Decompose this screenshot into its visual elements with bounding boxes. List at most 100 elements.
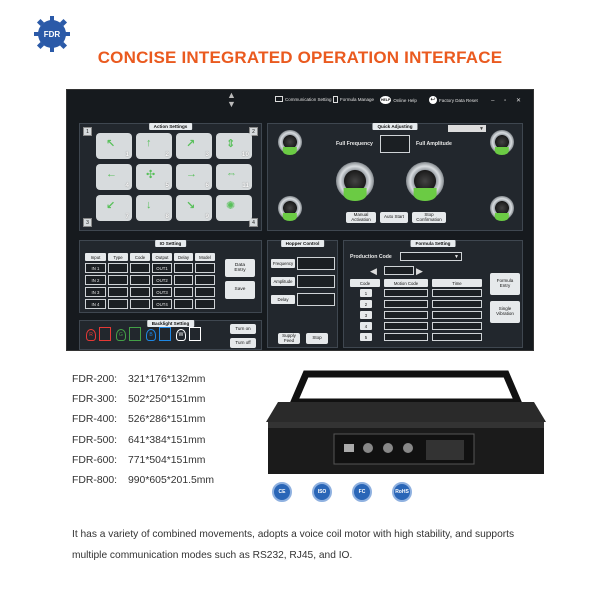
supply-feed-button[interactable]: Supply Feed [278, 333, 300, 344]
knob-bottom-left[interactable] [278, 196, 302, 221]
color-swatch-g[interactable] [129, 327, 141, 341]
scroll-arrows-icon[interactable]: ▲▼ [227, 90, 236, 109]
spec-dimensions: 526*286*151mm [128, 414, 206, 426]
formula-header-motion-code: Motion Code [384, 279, 428, 287]
display-box [380, 135, 410, 153]
motion-code-cell[interactable] [384, 333, 428, 341]
corner-4[interactable]: 4 [249, 218, 258, 227]
io-cell[interactable] [174, 299, 193, 309]
window-controls[interactable]: – ▫ ✕ [491, 98, 525, 104]
color-swatch-r[interactable] [99, 327, 111, 341]
color-swatch-w[interactable] [189, 327, 201, 341]
nav-factory-data-reset[interactable]: ↩ Factory Data Reset [429, 96, 478, 104]
io-cell: OUT3 [152, 287, 172, 297]
bulb-w-icon: W [176, 329, 186, 341]
motion-code-cell[interactable] [384, 300, 428, 308]
frequency-knob[interactable] [336, 162, 374, 201]
nav-online-help[interactable]: HELP Online Help [380, 96, 417, 104]
next-arrow-icon[interactable]: ▶ [416, 266, 423, 276]
io-header-type: Type [108, 253, 128, 261]
formula-code-1: 1 [360, 289, 372, 297]
time-cell[interactable] [432, 300, 482, 308]
io-cell[interactable] [108, 275, 128, 285]
io-cell[interactable] [108, 299, 128, 309]
turn-off-button[interactable]: Turn off [230, 338, 256, 348]
production-code-dropdown[interactable]: ▼ [400, 252, 462, 261]
hopper-stop-button[interactable]: Stop [306, 333, 328, 344]
nav-formula-manage[interactable]: Formula Manage [333, 96, 374, 103]
formula-entry-button[interactable]: Formula Entry [490, 273, 520, 295]
io-cell[interactable] [174, 275, 193, 285]
frequency-input[interactable] [297, 257, 335, 270]
time-cell[interactable] [432, 322, 482, 330]
save-button[interactable]: Save [225, 281, 255, 299]
io-cell[interactable] [130, 287, 150, 297]
single-vibration-button[interactable]: Single Vibration [490, 301, 520, 323]
action-pad-6[interactable]: →6 [176, 164, 212, 190]
io-cell[interactable] [195, 275, 215, 285]
corner-3[interactable]: 3 [83, 218, 92, 227]
delay-input[interactable] [297, 293, 335, 306]
io-cell[interactable] [108, 287, 128, 297]
prev-arrow-icon[interactable]: ◀ [370, 266, 377, 276]
direction-arrow-icon: → [186, 168, 197, 180]
logo-text: FDR [44, 30, 61, 39]
reset-icon: ↩ [429, 96, 437, 104]
io-cell[interactable] [130, 275, 150, 285]
time-cell[interactable] [432, 311, 482, 319]
color-swatch-b[interactable] [159, 327, 171, 341]
action-pad-4[interactable]: ←4 [96, 164, 132, 190]
manual-activation-button[interactable]: Manual Activation [346, 212, 376, 223]
pad-number: 1 [125, 151, 129, 158]
io-cell[interactable] [195, 287, 215, 297]
action-pad-custom[interactable]: ✺ [216, 195, 252, 221]
knob-top-left[interactable] [278, 130, 302, 155]
direction-arrow-icon: ↙ [106, 200, 116, 212]
action-pad-1[interactable]: ↖1 [96, 133, 132, 159]
action-pad-10[interactable]: ⇕10 [216, 133, 252, 159]
motion-code-cell[interactable] [384, 311, 428, 319]
action-pad-2[interactable]: ↑2 [136, 133, 172, 159]
formula-header-time: Time [432, 279, 482, 287]
corner-1[interactable]: 1 [83, 127, 92, 136]
spec-model: FDR-300: [72, 394, 118, 406]
full-frequency-label: Full Frequency [336, 141, 373, 147]
corner-2[interactable]: 2 [249, 127, 258, 136]
time-cell[interactable] [432, 289, 482, 297]
io-setting-title: IO Setting [154, 240, 187, 247]
knob-bottom-right[interactable] [490, 196, 514, 221]
frequency-label: Frequency [271, 259, 295, 268]
io-cell[interactable] [195, 299, 215, 309]
formula-page-input[interactable] [384, 266, 414, 275]
io-cell: IN 4 [85, 299, 106, 309]
stop-confirmation-button[interactable]: Stop Confirmation [412, 212, 446, 223]
direction-arrow-icon: ↑ [146, 137, 152, 149]
motion-code-cell[interactable] [384, 289, 428, 297]
knob-top-right[interactable] [490, 130, 514, 155]
spec-model: FDR-500: [72, 434, 118, 446]
io-cell[interactable] [195, 263, 215, 273]
amplitude-knob[interactable] [406, 162, 444, 201]
fdr-logo: FDR [34, 16, 70, 52]
io-cell[interactable] [130, 263, 150, 273]
quick-dropdown[interactable]: ▼ [448, 125, 486, 132]
action-pad-11[interactable]: ⇔11 [216, 164, 252, 190]
action-pad-8[interactable]: ↓8 [136, 195, 172, 221]
headline: CONCISE INTEGRATED OPERATION INTERFACE [97, 48, 503, 67]
io-cell[interactable] [174, 263, 193, 273]
io-cell[interactable] [174, 287, 193, 297]
io-cell[interactable] [130, 299, 150, 309]
action-pad-3[interactable]: ↗3 [176, 133, 212, 159]
action-pad-5[interactable]: ✣5 [136, 164, 172, 190]
auto-start-button[interactable]: Auto Start [380, 212, 408, 223]
time-cell[interactable] [432, 333, 482, 341]
turn-on-button[interactable]: Turn on [230, 324, 256, 334]
nav-communication-setting[interactable]: Communication Setting [275, 96, 332, 102]
amplitude-input[interactable] [297, 275, 335, 288]
action-pad-7[interactable]: ↙7 [96, 195, 132, 221]
action-pad-9[interactable]: ↘9 [176, 195, 212, 221]
spec-model: FDR-200: [72, 374, 118, 385]
data-entry-button[interactable]: Data Entry [225, 259, 255, 277]
io-cell[interactable] [108, 263, 128, 273]
motion-code-cell[interactable] [384, 322, 428, 330]
